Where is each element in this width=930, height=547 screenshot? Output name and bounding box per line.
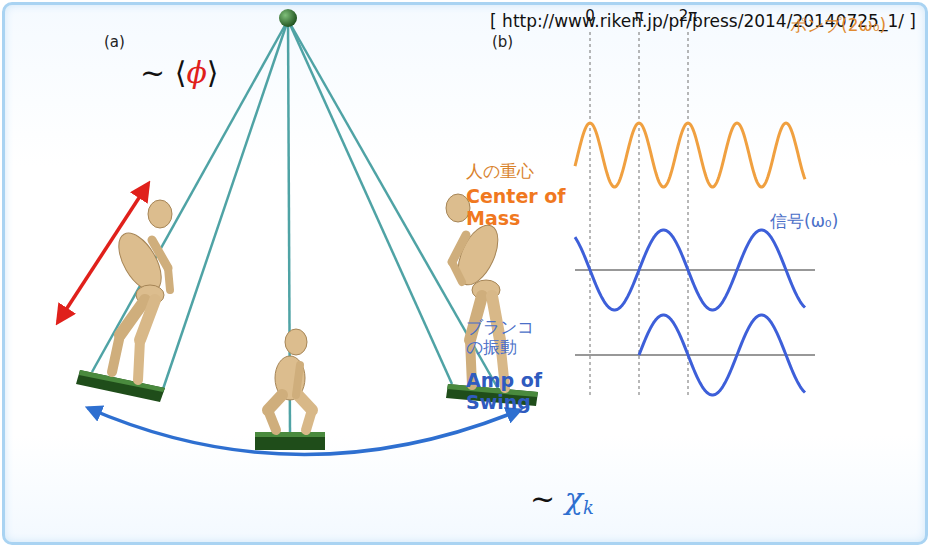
panel-letter: (b): [492, 34, 513, 51]
math-part: ~: [530, 481, 565, 516]
phase-tick: 2π: [679, 8, 698, 25]
math-part: χ: [565, 481, 583, 516]
signal-name: ブランコ の振動: [466, 318, 546, 357]
math-symbol: ~ ⟨ϕ⟩: [140, 56, 219, 91]
signal-name: ポンプ(2ω₀): [790, 16, 886, 36]
signal-name: Amp of Swing: [466, 370, 546, 414]
signal-name: 信号(ω₀): [770, 212, 838, 232]
signal-name: Center of Mass: [466, 186, 581, 230]
math-part: ⟩: [207, 55, 219, 90]
math-symbol: ~ χk: [530, 482, 594, 519]
math-part: k: [583, 497, 594, 518]
math-part: ~ ⟨: [140, 55, 186, 90]
phase-tick: π: [634, 8, 643, 25]
math-part: ϕ: [186, 55, 206, 90]
panel-letter: (a): [104, 34, 125, 51]
signal-name: 人の重心: [466, 162, 534, 182]
phase-tick: 0: [585, 8, 595, 25]
